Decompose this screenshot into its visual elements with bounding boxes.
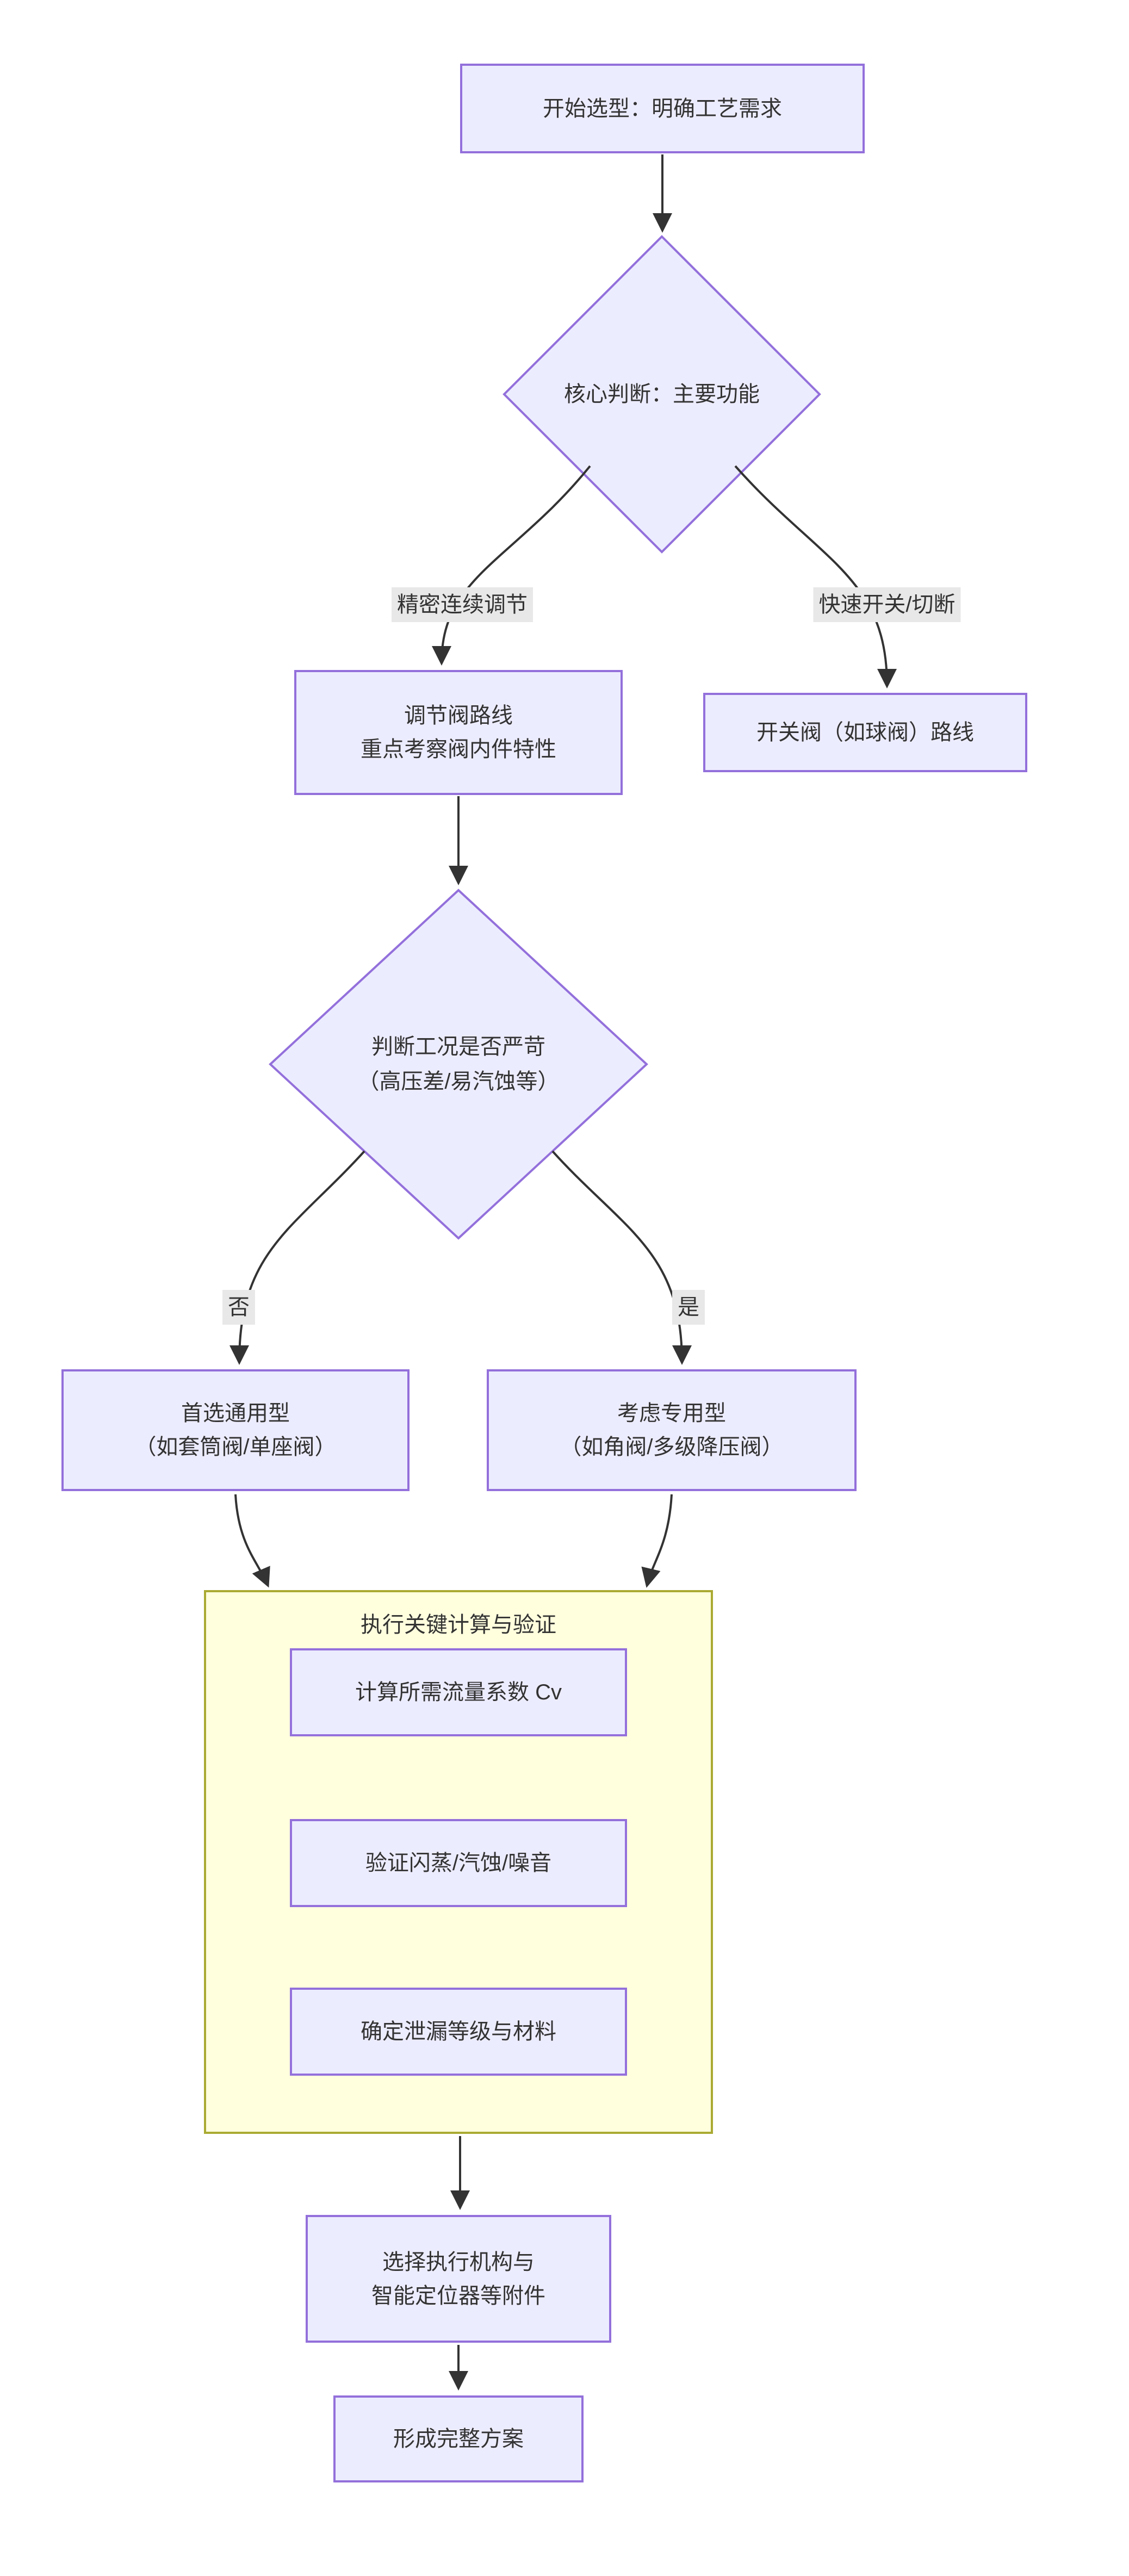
node-special-type-line2: （如角阀/多级降压阀）: [560, 1435, 784, 1459]
node-start: 开始选型：明确工艺需求: [460, 64, 865, 153]
edge-label-precise: 精密连续调节: [392, 587, 533, 622]
edge-label-no: 否: [222, 1290, 255, 1325]
edge-label-quick: 快速开关/切断: [813, 587, 961, 622]
node-control-route: 调节阀路线 重点考察阀内件特性: [294, 670, 623, 795]
node-actuator-line1: 选择执行机构与: [382, 2250, 535, 2274]
node-final-plan-label: 形成完整方案: [393, 2427, 524, 2451]
edge-special-cluster: [641, 1494, 673, 1588]
decision-severe-line1: 判断工况是否严苛: [371, 1035, 545, 1059]
node-leakage-material-label: 确定泄漏等级与材料: [361, 2020, 556, 2044]
node-final-plan: 形成完整方案: [333, 2395, 584, 2482]
cluster-title: 执行关键计算与验证: [361, 1613, 556, 1637]
node-control-route-line2: 重点考察阀内件特性: [361, 737, 556, 761]
node-calc-cv: 计算所需流量系数 Cv: [290, 1648, 627, 1736]
node-general-type-line1: 首选通用型: [181, 1401, 290, 1425]
node-leakage-material: 确定泄漏等级与材料: [290, 1988, 627, 2076]
node-general-type: 首选通用型 （如套筒阀/单座阀）: [61, 1369, 410, 1491]
edge-severe-general: [229, 1150, 365, 1365]
node-decision-main-label: 核心判断：主要功能: [526, 362, 798, 427]
decision-main-text: 核心判断：主要功能: [564, 382, 760, 406]
edge-label-yes: 是: [672, 1290, 705, 1325]
node-special-type-line1: 考虑专用型: [617, 1401, 726, 1425]
node-general-type-line2: （如套筒阀/单座阀）: [134, 1435, 337, 1459]
node-decision-severe-label: 判断工况是否严苛 （高压差/易汽蚀等）: [322, 1015, 594, 1113]
edge-decision-onoff: [734, 465, 897, 688]
edge-decision-control: [432, 465, 591, 666]
node-calc-cv-label: 计算所需流量系数 Cv: [355, 1680, 562, 1704]
node-actuator-line2: 智能定位器等附件: [371, 2283, 545, 2308]
node-onoff-route: 开关阀（如球阀）路线: [703, 693, 1027, 772]
node-actuator: 选择执行机构与 智能定位器等附件: [306, 2215, 611, 2343]
edge-severe-special: [551, 1150, 692, 1365]
node-special-type: 考虑专用型 （如角阀/多级降压阀）: [487, 1369, 857, 1491]
node-verify-flash-label: 验证闪蒸/汽蚀/噪音: [365, 1851, 552, 1875]
edge-general-cluster: [234, 1494, 270, 1588]
node-start-label: 开始选型：明确工艺需求: [543, 96, 782, 121]
node-verify-flash: 验证闪蒸/汽蚀/噪音: [290, 1819, 627, 1907]
node-onoff-route-label: 开关阀（如球阀）路线: [756, 721, 974, 744]
node-control-route-line1: 调节阀路线: [404, 704, 513, 728]
decision-severe-line2: （高压差/易汽蚀等）: [357, 1070, 560, 1094]
